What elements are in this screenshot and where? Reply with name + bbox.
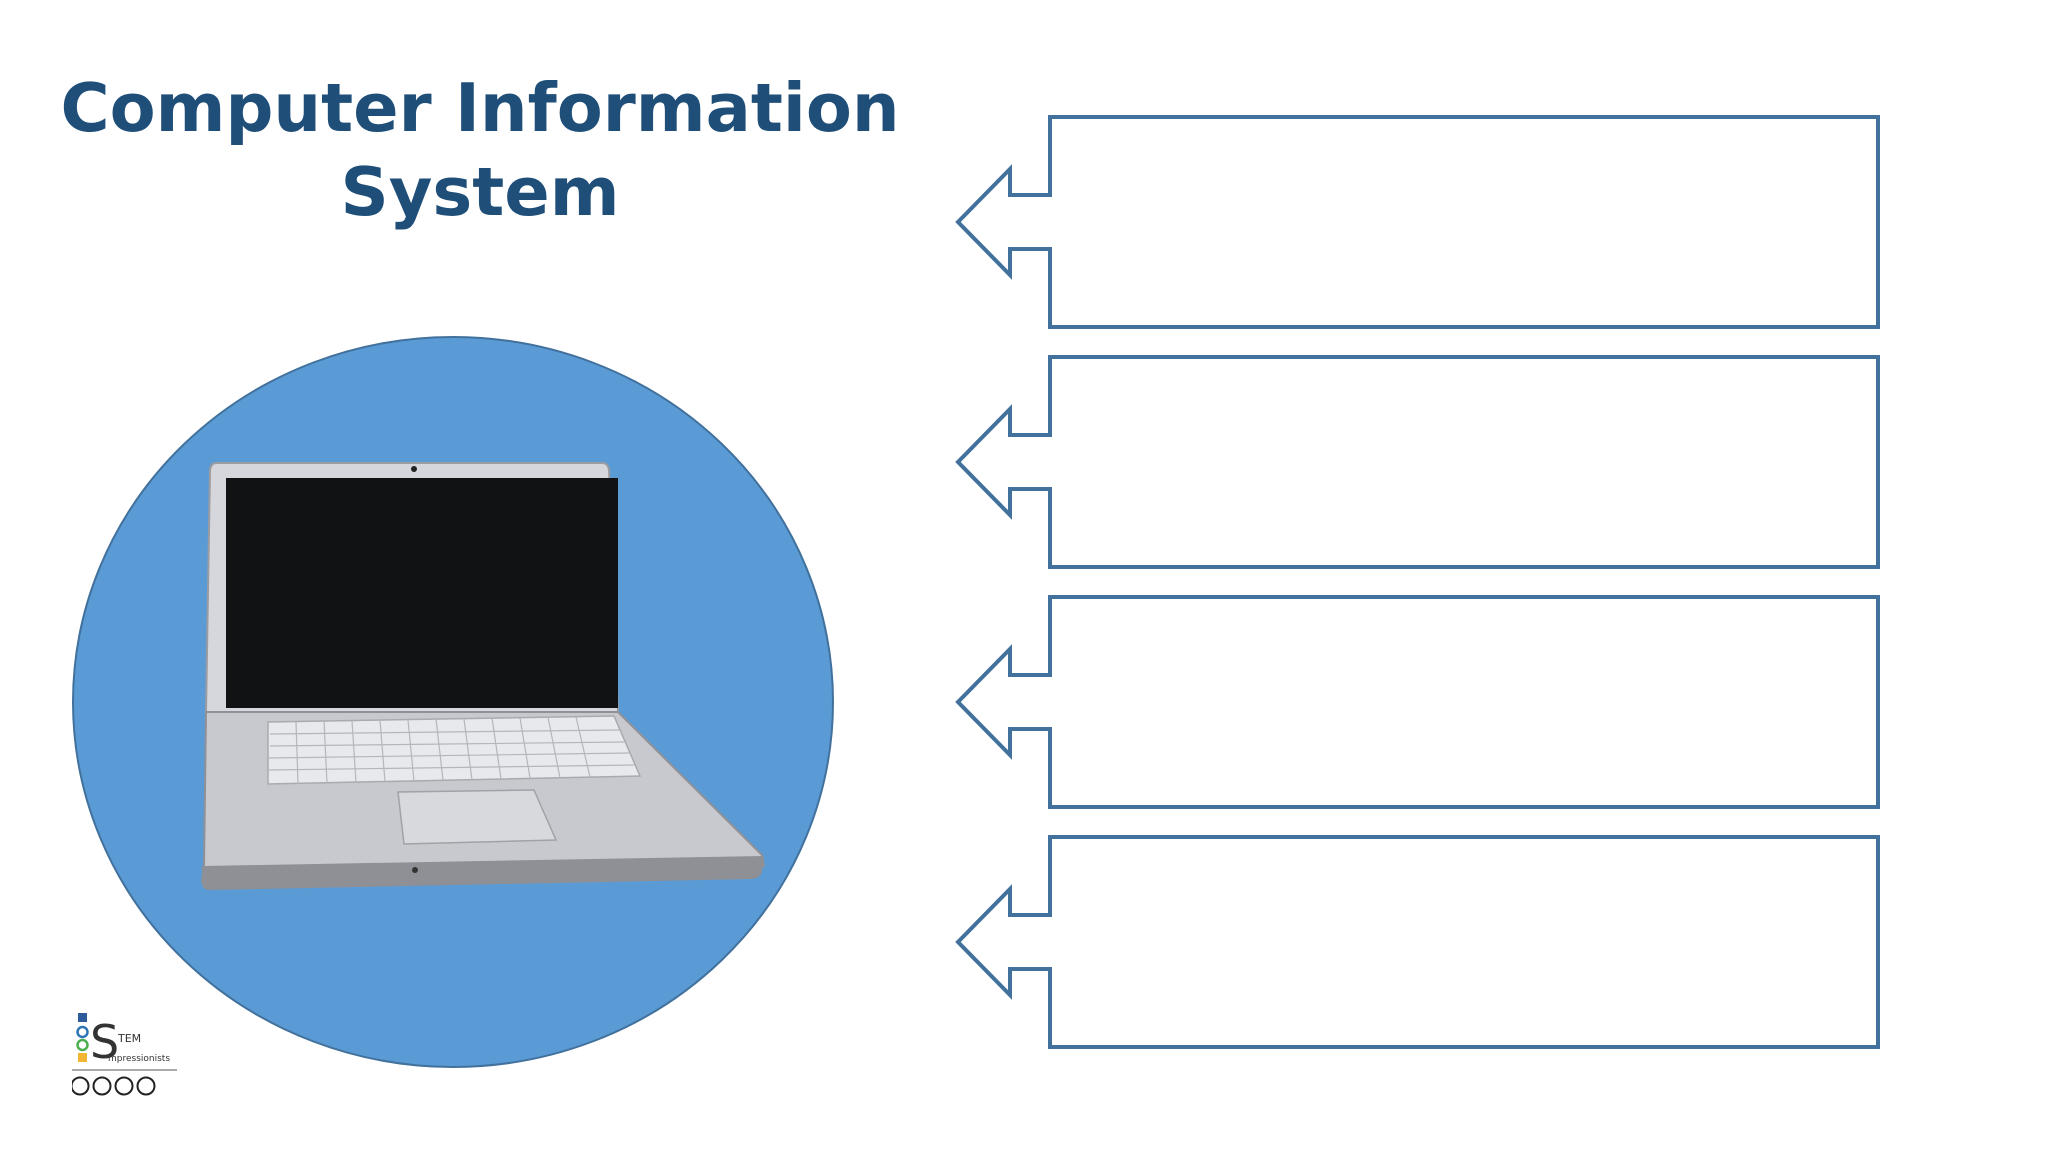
title-line-2: System (340, 153, 620, 231)
logo-square-blue (78, 1013, 87, 1022)
license-cc-icon (72, 1076, 90, 1096)
logo-letter-s: S (90, 1015, 119, 1069)
callout-arrow-shape (955, 115, 1880, 329)
logo-circle-green (76, 1038, 89, 1052)
logo-text-line1: TEM (117, 1032, 141, 1045)
callout-arrow-shape (955, 595, 1880, 809)
callout-arrow-shape (955, 355, 1880, 569)
license-nc-icon (114, 1076, 134, 1096)
license-icons (72, 1076, 156, 1096)
callout-list (955, 115, 1880, 1049)
title-line-1: Computer Information (60, 69, 900, 147)
stem-impressionists-logo: S TEM mpressionists (72, 1013, 177, 1096)
laptop-image (200, 462, 766, 890)
callout-arrow-shape (955, 835, 1880, 1049)
callout-box-2 (955, 355, 1880, 569)
logo-square-yellow (78, 1053, 87, 1062)
logo-circle-blue (76, 1025, 89, 1039)
callout-box-4 (955, 835, 1880, 1049)
slide-title: Computer Information System (30, 66, 930, 234)
license-sa-icon (136, 1076, 156, 1096)
logo-text-line2: mpressionists (108, 1054, 170, 1064)
callout-box-1 (955, 115, 1880, 329)
callout-box-3 (955, 595, 1880, 809)
license-by-icon (92, 1076, 112, 1096)
